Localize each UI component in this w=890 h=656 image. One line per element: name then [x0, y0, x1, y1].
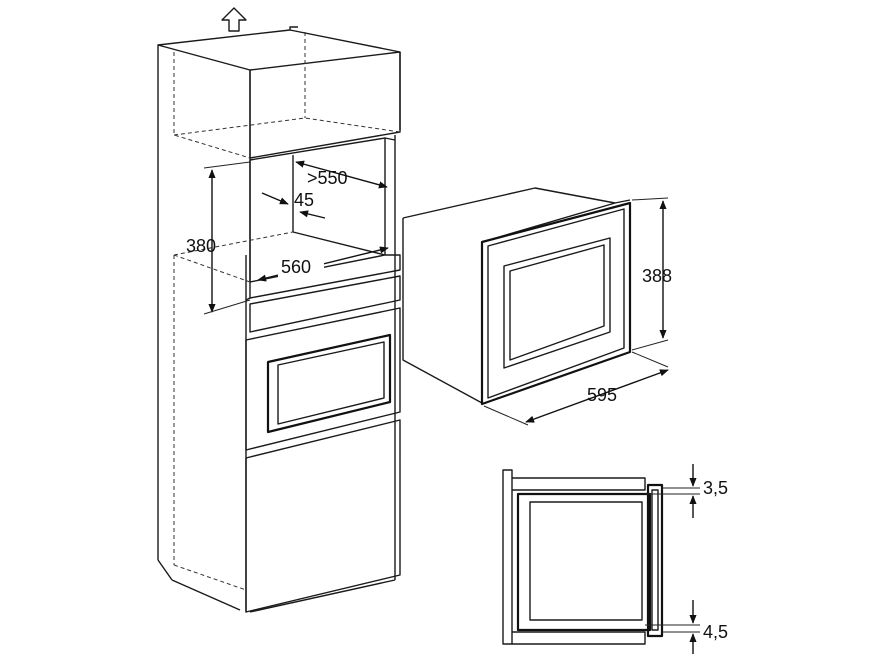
microwave-appliance [402, 187, 632, 406]
appliance-width-label: 595 [587, 385, 617, 405]
depth-label: >550 [307, 168, 348, 188]
offset-label: 45 [294, 190, 314, 210]
offset-dimension: 45 [261, 190, 326, 219]
niche-width-label: 560 [281, 257, 311, 277]
tall-cabinet [157, 26, 401, 613]
bottom-gap-dimension: 4,5 [645, 600, 728, 654]
depth-dimension: >550 [295, 160, 388, 189]
top-gap-label: 3,5 [703, 478, 728, 498]
niche-height-dimension: 380 [186, 161, 251, 315]
bottom-gap-label: 4,5 [703, 622, 728, 642]
top-gap-dimension: 3,5 [645, 464, 728, 518]
section-detail [502, 469, 664, 645]
niche-width-dimension: 560 [257, 246, 389, 282]
appliance-height-dimension: 388 [631, 197, 672, 351]
appliance-width-dimension: 595 [483, 351, 669, 426]
niche-height-label: 380 [186, 236, 216, 256]
up-arrow-icon [221, 7, 247, 32]
appliance-height-label: 388 [642, 266, 672, 286]
